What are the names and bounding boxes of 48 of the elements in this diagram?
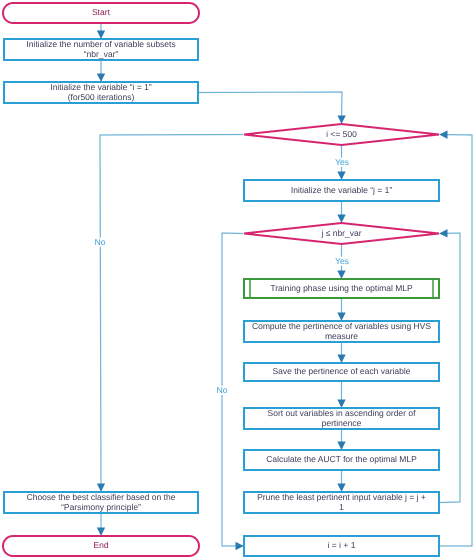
- arrow: [96, 24, 106, 39]
- node-text: Initialize the variable “j = 1”: [290, 186, 394, 196]
- process-box: [243, 320, 440, 343]
- arrow: [199, 91, 346, 124]
- node-text: Training phase using the optimal MLP: [269, 284, 414, 294]
- process-box: [3, 81, 199, 104]
- edge-label: No: [94, 238, 106, 246]
- node-text: Prune the least pertinent input variable j = j + 1: [256, 492, 427, 512]
- node-text: Start: [91, 8, 111, 18]
- process-box: [3, 491, 199, 514]
- arrow: [337, 299, 346, 321]
- process-box: [243, 179, 440, 202]
- arrow: [439, 229, 461, 504]
- decision-diamond: [243, 123, 440, 146]
- process-box: [243, 535, 440, 557]
- arrow: [337, 471, 346, 492]
- arrow: [96, 514, 106, 536]
- arrow: [337, 343, 346, 363]
- edge-label: No: [216, 386, 228, 394]
- edge-label: Yes: [334, 158, 350, 166]
- node-text: Choose the best classifier based on the “Parsimony principle”: [26, 492, 176, 512]
- arrow: [96, 61, 106, 82]
- arrow: [337, 430, 346, 450]
- node-text: i = i + 1: [326, 541, 356, 551]
- process-box: [3, 38, 199, 61]
- decision-diamond: [243, 222, 440, 245]
- node-text: Initialize the variable “i = 1” (for500 iterations): [49, 82, 153, 102]
- process-box: [243, 362, 440, 382]
- process-box: [243, 491, 440, 514]
- arrow: [337, 202, 346, 223]
- process-box: [243, 449, 440, 471]
- node-text: End: [92, 541, 110, 551]
- node-text: i <= 500: [325, 130, 358, 140]
- node-text: Calculate the AUCT for the optimal MLP: [265, 455, 418, 465]
- node-text: Compute the pertinence of variables using HVS measure: [250, 322, 432, 342]
- node-text: Initialize the number of variable subsets “nbr_var”: [25, 40, 177, 60]
- edge-label: Yes: [334, 256, 350, 266]
- terminal-shape: [2, 535, 200, 557]
- process-box: [243, 407, 440, 430]
- arrow: [221, 232, 244, 550]
- arrow: [96, 134, 243, 492]
- arrow: [337, 382, 346, 408]
- predefined-process-box: [243, 278, 440, 299]
- terminal-shape: [2, 2, 200, 24]
- node-text: Sort out variables in ascending order of pertinence: [266, 408, 416, 428]
- node-text: j ≤ nbr_var: [320, 228, 363, 238]
- node-text: Save the pertinence of each variable: [272, 367, 412, 377]
- arrow: [439, 130, 473, 547]
